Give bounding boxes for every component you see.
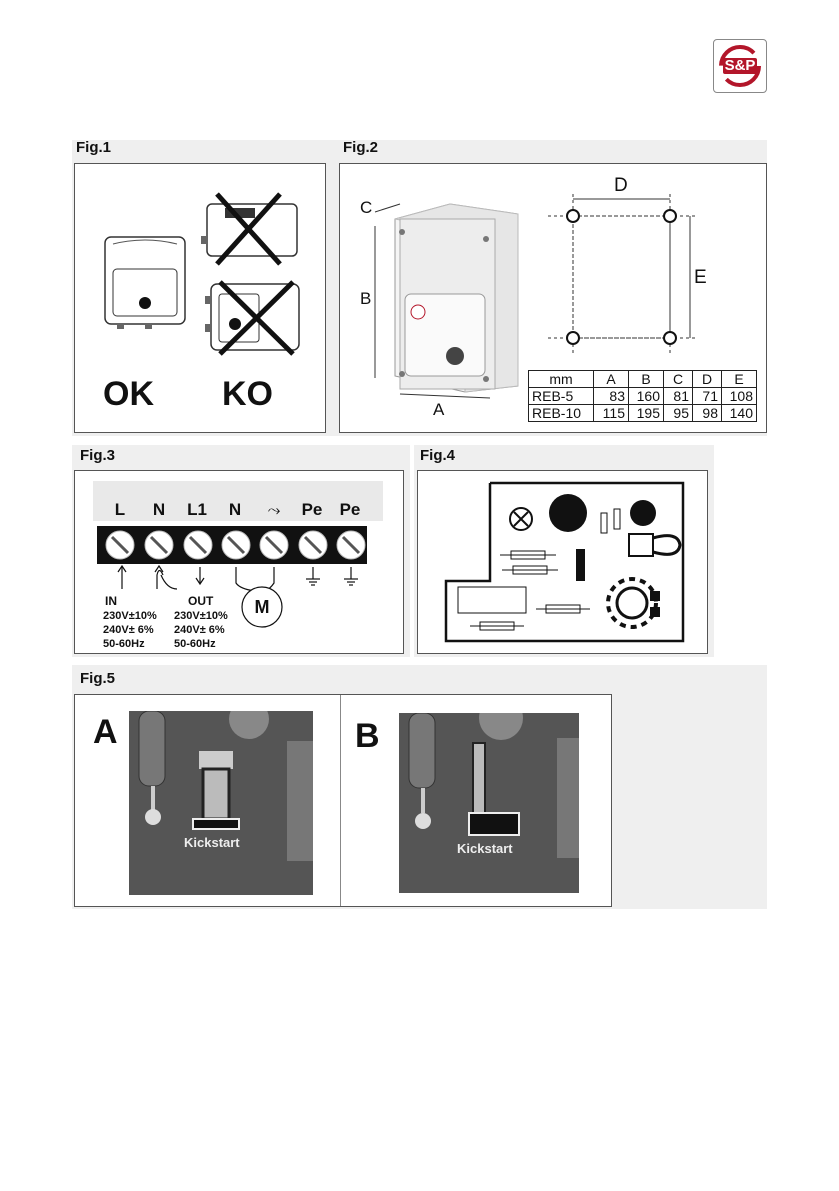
table-cell: 115	[594, 405, 629, 422]
table-row: REB-5 83 160 81 71 108	[529, 388, 757, 405]
table-cell: REB-10	[529, 405, 594, 422]
out-spec: 230V±10% 240V± 6% 50-60Hz	[174, 609, 228, 651]
table-cell: 95	[664, 405, 693, 422]
motor-label: M	[250, 597, 274, 618]
fig2-label: Fig.2	[343, 139, 378, 156]
kickstart-jumper-photo-a: Kickstart	[129, 711, 313, 895]
kickstart-label-b: Kickstart	[457, 841, 513, 856]
spec-line: 240V± 6%	[174, 623, 228, 637]
table-header-cell: D	[693, 371, 722, 388]
in-spec: 230V±10% 240V± 6% 50-60Hz	[103, 609, 157, 651]
ok-label: OK	[103, 375, 154, 414]
table-cell: REB-5	[529, 388, 594, 405]
table-cell: 160	[629, 388, 664, 405]
spec-line: 240V± 6%	[103, 623, 157, 637]
ko-label: KO	[222, 375, 273, 414]
table-header-cell: mm	[529, 371, 594, 388]
spec-line: 230V±10%	[174, 609, 228, 623]
spec-line: 50-60Hz	[103, 637, 157, 651]
out-title: OUT	[188, 594, 213, 608]
fig4-panel	[417, 470, 708, 654]
dim-label-e: E	[694, 267, 707, 289]
table-cell: 71	[693, 388, 722, 405]
table-cell: 140	[722, 405, 757, 422]
table-cell: 81	[664, 388, 693, 405]
table-header-cell: E	[722, 371, 757, 388]
dim-label-d: D	[614, 175, 628, 197]
dim-label-a: A	[433, 400, 444, 420]
table-cell: 83	[594, 388, 629, 405]
fig5-label: Fig.5	[80, 670, 115, 687]
fig5-panel: A B Kickstart Kickstart	[74, 694, 612, 907]
panel-b-letter: B	[355, 717, 380, 756]
table-header-cell: C	[664, 371, 693, 388]
kickstart-jumper-photo-b: Kickstart	[399, 713, 579, 893]
table-cell: 98	[693, 405, 722, 422]
dimensions-table: mm A B C D E REB-5 83 160 81 71 108 REB-…	[528, 370, 757, 422]
circuit-board-drawing	[418, 471, 709, 655]
brand-logo: S&P	[713, 39, 767, 93]
kickstart-label-a: Kickstart	[184, 835, 240, 850]
dim-label-c: C	[360, 198, 372, 218]
in-title: IN	[105, 594, 117, 608]
fig4-label: Fig.4	[420, 447, 455, 464]
panel-a-letter: A	[93, 713, 118, 752]
dim-label-b: B	[360, 289, 371, 309]
table-cell: 195	[629, 405, 664, 422]
spec-line: 230V±10%	[103, 609, 157, 623]
jumper-photo-a-drawing	[129, 711, 313, 895]
table-header-cell: A	[594, 371, 629, 388]
spec-line: 50-60Hz	[174, 637, 228, 651]
table-header-row: mm A B C D E	[529, 371, 757, 388]
table-row: REB-10 115 195 95 98 140	[529, 405, 757, 422]
jumper-photo-b-drawing	[399, 713, 579, 893]
table-cell: 108	[722, 388, 757, 405]
fig2-panel: C B A D E mm A B C D E REB-5 83 160 81 7…	[339, 163, 767, 433]
logo-text: S&P	[714, 57, 766, 74]
fig1-label: Fig.1	[76, 139, 111, 156]
fig1-panel: OK KO	[74, 163, 326, 433]
fig3-label: Fig.3	[80, 447, 115, 464]
fig3-panel: L N L1 N ⤳ Pe Pe M IN 230V±10%	[74, 470, 404, 654]
table-header-cell: B	[629, 371, 664, 388]
